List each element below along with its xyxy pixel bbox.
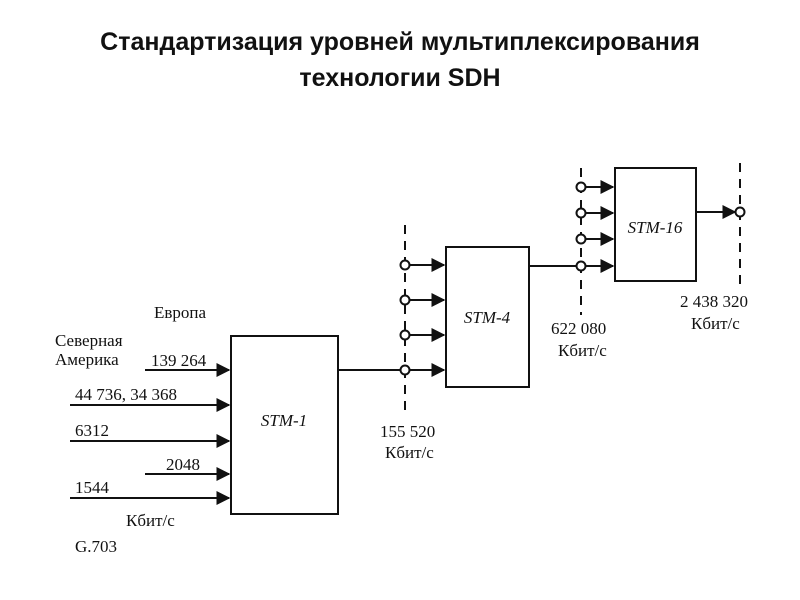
stm1-output-port <box>399 364 411 376</box>
label-rate-2438320: 2 438 320 <box>680 292 748 311</box>
stm16-label: STM-16 <box>628 218 683 237</box>
label-europe: Европа <box>154 303 207 322</box>
label-north-america-line-1: Северная <box>55 331 123 350</box>
stm4-input-port-1 <box>399 259 411 271</box>
stm16-input-port-2 <box>575 207 587 219</box>
label-rate-155520: 155 520 <box>380 422 435 441</box>
label-units-stm4: Кбит/с <box>558 341 607 360</box>
stm16-block <box>614 167 697 282</box>
stm4-block <box>445 246 530 388</box>
stm4-input-port-3 <box>399 329 411 341</box>
stm16-input-port-1 <box>575 181 587 193</box>
stm16-output-port <box>734 206 746 218</box>
label-rate-2048: 2048 <box>166 455 200 474</box>
label-units-stm1: Кбит/с <box>385 443 434 462</box>
stm4-output-port <box>575 260 587 272</box>
label-rate-6312: 6312 <box>75 421 109 440</box>
stm1-label: STM-1 <box>261 411 307 430</box>
stm4-input-port-2 <box>399 294 411 306</box>
stm4-label: STM-4 <box>464 308 511 327</box>
label-standard-g703: G.703 <box>75 537 117 556</box>
label-input-units: Кбит/с <box>126 511 175 530</box>
label-units-stm16: Кбит/с <box>691 314 740 333</box>
slide-title-line-1: Стандартизация уровней мультиплексирован… <box>100 28 700 56</box>
label-rate-1544: 1544 <box>75 478 110 497</box>
label-rate-139264: 139 264 <box>151 351 207 370</box>
stm1-block <box>230 335 339 515</box>
label-rate-622080: 622 080 <box>551 319 606 338</box>
slide-title: Стандартизация уровней мультиплексирован… <box>0 24 800 96</box>
label-rate-44736-34368: 44 736, 34 368 <box>75 385 177 404</box>
stm16-input-port-3 <box>575 233 587 245</box>
label-north-america-line-2: Америка <box>55 350 119 369</box>
slide-title-line-2: технологии SDH <box>299 64 501 92</box>
